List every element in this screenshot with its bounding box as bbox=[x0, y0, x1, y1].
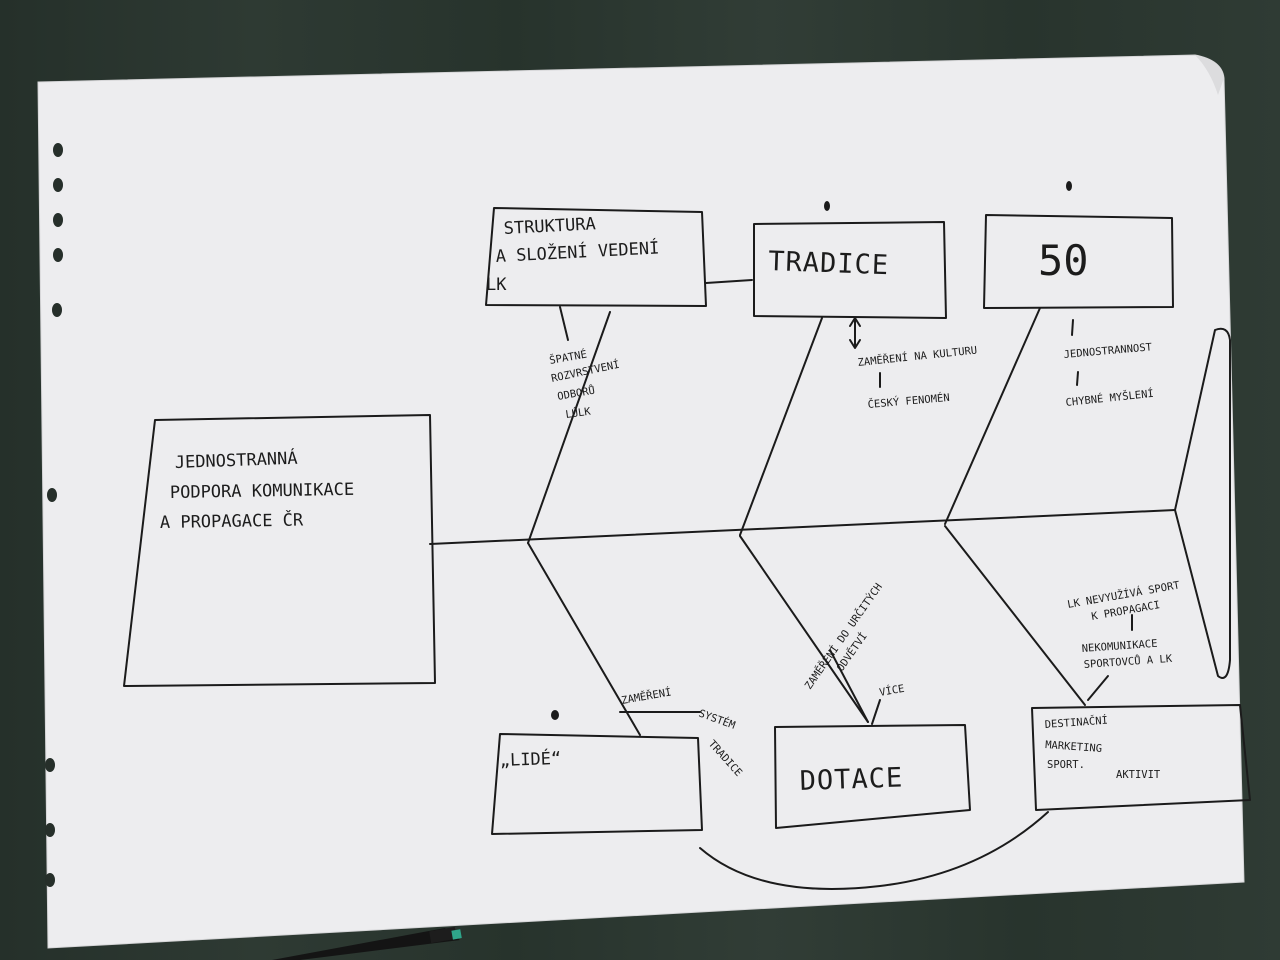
marketing-line-1: DESTINAČNÍ bbox=[1044, 714, 1108, 731]
marketing-line-2: MARKETING bbox=[1045, 739, 1103, 755]
box-struktura bbox=[485, 207, 707, 307]
paper-curl bbox=[1195, 55, 1224, 95]
fishbone-tail bbox=[1174, 327, 1231, 679]
bone-dotace bbox=[739, 535, 869, 723]
bone-tradice bbox=[739, 317, 823, 536]
box-dotace bbox=[774, 724, 971, 829]
lide-label: „LIDÉ“ bbox=[499, 747, 561, 771]
connector-struktura-tradice bbox=[705, 279, 753, 284]
head-line-2: PODPORA KOMUNIKACE bbox=[170, 480, 355, 503]
head-text: JEDNOSTRANNÁ PODPORA KOMUNIKACE A PROPAG… bbox=[160, 447, 355, 533]
box-lide bbox=[491, 733, 703, 835]
dotace-label: DOTACE bbox=[799, 762, 904, 797]
marketing-line-4: AKTIVIT bbox=[1116, 769, 1161, 781]
tick-dotace bbox=[829, 649, 869, 723]
tick-vice bbox=[871, 699, 881, 725]
connector-arc bbox=[699, 811, 1049, 890]
cause-marketing-2b: SPORTOVCŮ A LK bbox=[1083, 652, 1173, 671]
cause-struktura-4: LÚLK bbox=[565, 404, 593, 420]
bone-cislo bbox=[944, 307, 1041, 525]
head-line-3: A PROPAGACE ČR bbox=[160, 508, 304, 533]
box-cislo bbox=[983, 214, 1174, 309]
fishbone-spine bbox=[429, 509, 1176, 545]
struktura-line-3: LK bbox=[486, 275, 507, 295]
bone-marketing bbox=[944, 525, 1086, 706]
ink-dots bbox=[551, 181, 1072, 720]
binder-holes bbox=[45, 143, 63, 887]
struktura-line-1: STRUKTURA bbox=[503, 214, 596, 239]
head-box bbox=[123, 414, 436, 687]
box-tradice bbox=[753, 221, 947, 319]
marker-pen bbox=[272, 926, 462, 960]
bone-lide bbox=[527, 542, 641, 736]
box-marketing bbox=[1031, 704, 1251, 811]
bone-struktura bbox=[527, 311, 611, 544]
cause-dotace-2: VÍCE bbox=[878, 682, 905, 699]
tick-struktura bbox=[559, 306, 569, 341]
tick-cislo bbox=[1071, 319, 1074, 336]
cross-marketing bbox=[1087, 675, 1109, 701]
tradice-label: TRADICE bbox=[768, 246, 890, 281]
tick-cislo-2 bbox=[1076, 371, 1079, 386]
cislo-label: 50 bbox=[1038, 236, 1089, 285]
cause-marketing-2a: NEKOMUNIKACE bbox=[1081, 638, 1158, 655]
marketing-line-3: SPORT. bbox=[1047, 759, 1085, 771]
